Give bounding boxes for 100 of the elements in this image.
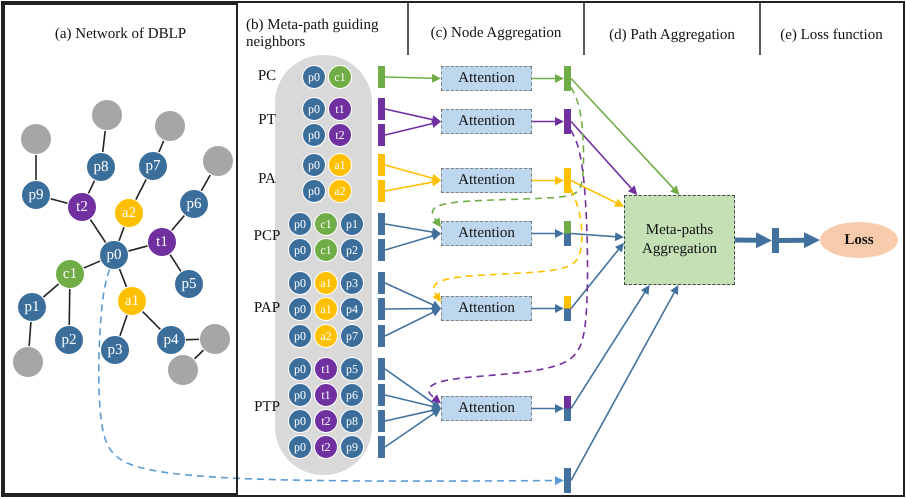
- meta-path-label: PAP: [252, 300, 282, 317]
- meta-path-label: PTP: [253, 399, 281, 416]
- graph-node: p1: [17, 292, 47, 322]
- graph-node: p5: [174, 269, 204, 299]
- connector-line: [118, 226, 125, 242]
- neighbor-node: p0: [302, 65, 326, 89]
- neighbor-node: t1: [314, 357, 338, 381]
- connector-line: [142, 311, 161, 330]
- embedding-bar: [564, 109, 571, 134]
- arrow: [384, 368, 441, 408]
- embedding-bar: [378, 180, 385, 202]
- graph-node: p4: [156, 325, 186, 355]
- arrow: [428, 130, 588, 404]
- graph-node: p6: [179, 189, 209, 219]
- neighbor-node: p0: [288, 238, 312, 262]
- neighbor-node: p3: [340, 271, 364, 295]
- graph-node: p2: [54, 325, 84, 355]
- neighbor-node: c1: [328, 65, 352, 89]
- arrow: [432, 188, 583, 302]
- attention-box: Attention: [441, 66, 532, 91]
- neighbor-node: t2: [328, 123, 352, 147]
- neighbor-node: p0: [288, 383, 312, 407]
- graph-node: [12, 346, 44, 378]
- graph-node: [202, 145, 234, 177]
- panel-heading: (b) Meta-path guiding neighbors: [246, 17, 380, 51]
- meta-path-label: PCP: [252, 228, 282, 245]
- embedding-bar: [564, 396, 571, 421]
- embedding-bar: [564, 221, 571, 246]
- arrow: [384, 232, 441, 251]
- neighbor-node: p0: [302, 153, 326, 177]
- neighbor-node: p2: [340, 238, 364, 262]
- graph-node: [199, 323, 231, 355]
- connector-line: [118, 268, 128, 288]
- neighbor-node: p0: [288, 435, 312, 459]
- graph-node: p8: [86, 152, 116, 182]
- arrow: [384, 282, 441, 309]
- arrow: [384, 408, 441, 448]
- embedding-bar: [564, 66, 571, 91]
- connector-line: [102, 130, 106, 152]
- arrow: [570, 78, 680, 195]
- graph-node: a1: [117, 286, 147, 316]
- neighbor-node: p8: [340, 409, 364, 433]
- embedding-bar: [772, 228, 779, 253]
- loss-ellipse: Loss: [820, 222, 898, 258]
- neighbor-node: p0: [302, 179, 326, 203]
- arrow: [384, 406, 441, 422]
- graph-node: a2: [114, 198, 144, 228]
- arrow: [532, 74, 564, 83]
- neighbor-node: p0: [288, 324, 312, 348]
- attention-box: Attention: [441, 296, 532, 321]
- attention-box: Attention: [441, 396, 532, 421]
- arrow: [384, 308, 441, 337]
- embedding-bar: [378, 384, 385, 406]
- neighbor-node: t1: [314, 383, 338, 407]
- embedding-bar: [564, 296, 571, 321]
- arrow: [384, 108, 441, 124]
- panel-heading: (d) Path Aggregation: [608, 27, 736, 44]
- neighbor-node: p0: [288, 357, 312, 381]
- neighbor-node: p0: [288, 212, 312, 236]
- embedding-bar: [378, 124, 385, 146]
- attention-box: Attention: [441, 168, 532, 193]
- arrow: [384, 223, 441, 236]
- neighbor-node: t1: [328, 97, 352, 121]
- neighbor-node: p0: [288, 297, 312, 321]
- neighbor-node: p4: [340, 297, 364, 321]
- arrow: [432, 86, 584, 228]
- arrow: [532, 117, 564, 126]
- arrow: [778, 232, 820, 248]
- arrow: [532, 404, 564, 413]
- embedding-bar: [564, 468, 571, 493]
- arrow: [532, 229, 564, 238]
- neighbor-node: t2: [314, 409, 338, 433]
- graph-node: t1: [147, 227, 177, 257]
- embedding-bar: [378, 410, 385, 432]
- arrow: [384, 178, 441, 192]
- connector-line: [186, 338, 200, 340]
- neighbor-node: p0: [288, 271, 312, 295]
- connector-line: [50, 198, 68, 204]
- arrow: [98, 269, 564, 486]
- neighbor-node: a1: [314, 271, 338, 295]
- neighbor-node: p9: [340, 435, 364, 459]
- arrow: [532, 176, 564, 185]
- arrow: [570, 285, 678, 481]
- arrow: [570, 120, 638, 195]
- embedding-bar: [378, 213, 385, 235]
- connector-line: [90, 219, 106, 243]
- neighbor-node: a2: [314, 324, 338, 348]
- meta-path-label: PA: [257, 171, 277, 188]
- graph-node: [167, 354, 199, 386]
- network-panel: [3, 3, 238, 495]
- connector-line: [171, 214, 185, 232]
- graph-node: p3: [100, 335, 130, 365]
- neighbor-node: c1: [314, 212, 338, 236]
- neighbor-node: p1: [340, 212, 364, 236]
- connector-line: [28, 322, 32, 346]
- neighbor-node: a1: [328, 153, 352, 177]
- embedding-bar: [378, 325, 385, 347]
- arrow: [570, 242, 624, 309]
- panel-heading: (c) Node Aggregation: [430, 25, 562, 42]
- neighbor-node: p0: [302, 123, 326, 147]
